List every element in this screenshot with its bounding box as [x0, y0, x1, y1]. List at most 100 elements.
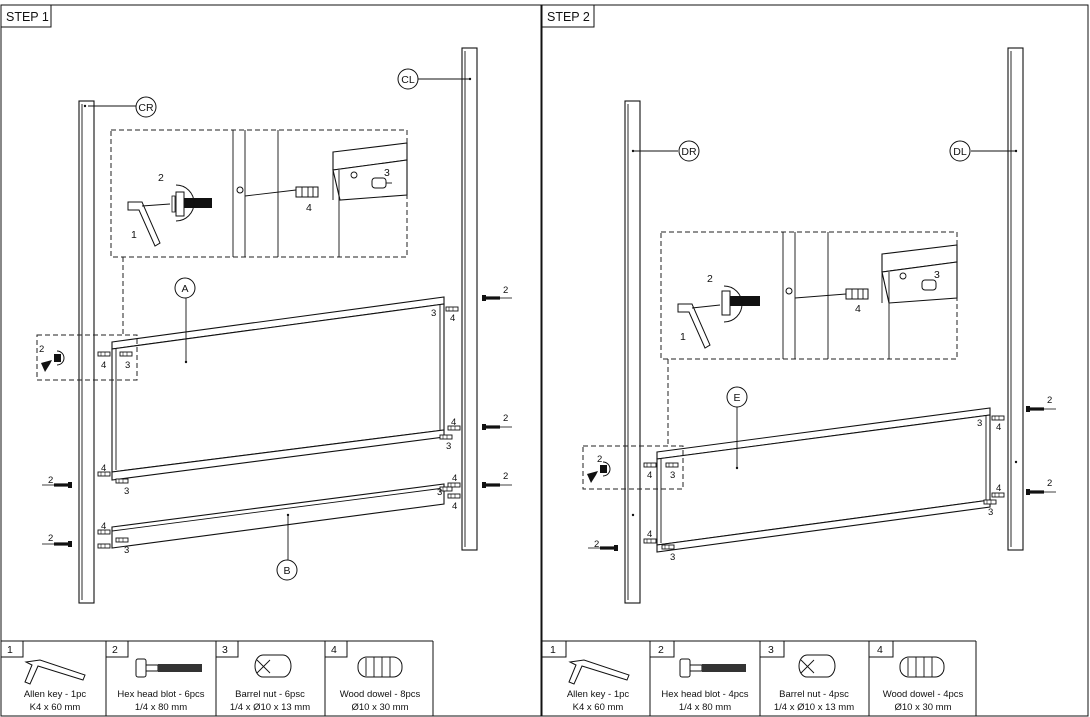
callout-dr: DR [681, 146, 697, 158]
parts-cell-hex-bolt: 2 Hex head blot - 4pcs 1/4 x 80 mm [649, 640, 749, 713]
part-name: Wood dowel - 8pcs [340, 689, 421, 700]
detail-label-1: 1 [680, 331, 686, 343]
allen-key-icon [568, 659, 630, 685]
barrel-nut-icon [798, 654, 836, 678]
hw-label: 2 [594, 539, 599, 550]
step-1-title: STEP 1 [6, 10, 49, 24]
part-number: 3 [768, 644, 774, 656]
callout-cr: CR [138, 102, 154, 114]
hw-label: 4 [451, 417, 456, 428]
detail-view-2: 1 2 3 4 [677, 232, 958, 359]
part-spec: K4 x 60 mm [573, 702, 624, 713]
hw-label: 4 [101, 360, 106, 371]
hw-label: 3 [431, 308, 436, 319]
post-cl [461, 47, 478, 551]
post-dl [1007, 47, 1024, 551]
part-spec: 1/4 x Ø10 x 13 mm [774, 702, 854, 713]
parts-cell-allen-key: 1 Allen key - 1pc K4 x 60 mm [0, 640, 87, 713]
hw-label: 4 [450, 313, 455, 324]
detail-label-2: 2 [158, 172, 164, 184]
callout-cl: CL [401, 74, 415, 86]
part-name: Hex head blot - 4pcs [661, 689, 748, 700]
post-dr [624, 100, 641, 604]
hw-label: 4 [101, 521, 106, 532]
callout-a: A [181, 283, 188, 295]
part-name: Allen key - 1pc [24, 689, 87, 700]
detail-view-1: 1 2 3 4 [127, 130, 408, 257]
part-name: Barrel nut - 6psc [235, 689, 305, 700]
allen-key-icon [24, 659, 86, 685]
parts-cell-wood-dowel: 4 Wood dowel - 4pcs Ø10 x 30 mm [868, 640, 964, 713]
step-2-title: STEP 2 [547, 10, 590, 24]
hw-label: 3 [670, 470, 675, 481]
parts-cell-wood-dowel: 4 Wood dowel - 8pcs Ø10 x 30 mm [324, 640, 421, 713]
hw-label: 2 [503, 471, 508, 482]
part-spec: 1/4 x 80 mm [679, 702, 731, 713]
hw-label: 4 [101, 463, 106, 474]
hw-label: 2 [597, 454, 602, 465]
detail-label-1: 1 [131, 229, 137, 241]
part-name: Wood dowel - 4pcs [883, 689, 964, 700]
wood-dowel-icon [357, 656, 403, 678]
part-number: 2 [112, 644, 118, 656]
detail-label-3: 3 [934, 269, 940, 281]
part-number: 1 [550, 644, 556, 656]
part-spec: Ø10 x 30 mm [351, 702, 408, 713]
part-number: 4 [331, 644, 337, 656]
hw-label: 3 [988, 507, 993, 518]
callout-e: E [733, 392, 740, 404]
parts-cell-barrel-nut: 3 Barrel nut - 4psc 1/4 x Ø10 x 13 mm [759, 640, 854, 713]
barrel-nut-icon [254, 654, 292, 678]
hw-label: 2 [1047, 478, 1052, 489]
panel-e [656, 407, 991, 553]
hw-label: 3 [670, 552, 675, 563]
small-allen-key-icon: 2 [587, 454, 611, 483]
step-1-panel: STEP 1 CR CL A [0, 4, 542, 717]
part-number: 4 [877, 644, 883, 656]
post-cr [78, 100, 95, 604]
part-spec: K4 x 60 mm [30, 702, 81, 713]
part-number: 2 [658, 644, 664, 656]
hw-label: 3 [446, 441, 451, 452]
detail-label-2: 2 [707, 273, 713, 285]
hw-label: 2 [503, 413, 508, 424]
wood-dowel-icon [899, 656, 945, 678]
hw-label: 2 [48, 533, 53, 544]
hw-label: 3 [977, 418, 982, 429]
callout-dl: DL [953, 146, 967, 158]
parts-table-step2: 1 Allen key - 1pc K4 x 60 mm 2 Hex head … [541, 640, 977, 716]
hw-label: 4 [452, 501, 457, 512]
hw-label: 3 [437, 487, 442, 498]
detail-label-4: 4 [306, 202, 312, 214]
hw-label: 3 [124, 545, 129, 556]
part-name: Hex head blot - 6pcs [117, 689, 204, 700]
parts-cell-barrel-nut: 3 Barrel nut - 6psc 1/4 x Ø10 x 13 mm [215, 640, 310, 713]
hex-bolt-icon [135, 658, 202, 678]
callout-b: B [283, 565, 290, 577]
parts-table-step1: 1 Allen key - 1pc K4 x 60 mm 2 Hex head … [0, 640, 434, 716]
hw-label: 3 [124, 486, 129, 497]
parts-cell-allen-key: 1 Allen key - 1pc K4 x 60 mm [541, 640, 630, 713]
part-number: 3 [222, 644, 228, 656]
part-spec: 1/4 x 80 mm [135, 702, 187, 713]
hw-label: 3 [125, 360, 130, 371]
part-name: Barrel nut - 4psc [779, 689, 849, 700]
hex-bolt-icon [679, 658, 746, 678]
detail-label-4: 4 [855, 303, 861, 315]
hw-label: 4 [452, 473, 457, 484]
step-2-panel: STEP 2 DR DL E [541, 4, 1089, 717]
hardware-marks-step1: 4 3 3 4 2 4 3 2 4 3 2 4 4 3 2 4 3 2 [40, 285, 514, 556]
hw-label: 4 [647, 470, 652, 481]
panel-a [111, 296, 445, 481]
detail-label-3: 3 [384, 167, 390, 179]
part-spec: Ø10 x 30 mm [894, 702, 951, 713]
part-spec: 1/4 x Ø10 x 13 mm [230, 702, 310, 713]
hw-label: 2 [39, 344, 44, 355]
hw-label: 2 [1047, 395, 1052, 406]
hw-label: 4 [996, 483, 1001, 494]
parts-cell-hex-bolt: 2 Hex head blot - 6pcs 1/4 x 80 mm [105, 640, 205, 713]
hw-label: 2 [503, 285, 508, 296]
part-number: 1 [7, 644, 13, 656]
hw-label: 2 [48, 475, 53, 486]
